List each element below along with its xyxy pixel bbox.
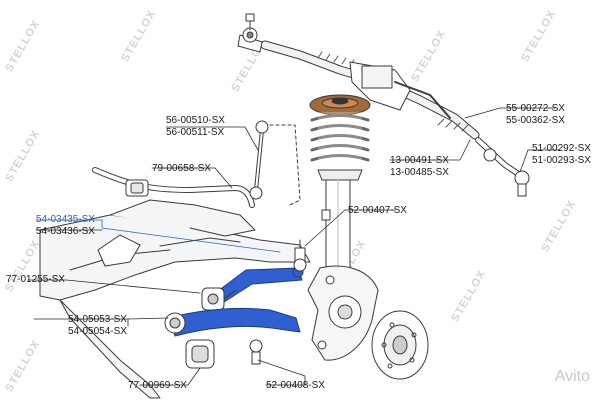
label-lower-arm-a: 54-05053-SX <box>68 314 127 325</box>
avito-watermark: Avito <box>554 368 590 385</box>
label-arm-bush: 77-01255-SX <box>6 274 65 285</box>
arm-bushing <box>201 287 237 311</box>
label-tie-boot-a: 13-00491-SX <box>390 155 449 166</box>
ball-joint-lower <box>249 339 263 365</box>
label-arm-b: 54-03436-SX <box>36 226 95 237</box>
lower-control-arm <box>164 307 301 337</box>
stabilizer-bar <box>92 167 255 208</box>
label-stab-bush: 79-00658-SX <box>152 163 211 174</box>
label-rod-a: 55-00272-SX <box>506 103 565 114</box>
label-ball-lower: 52-00408-SX <box>266 380 325 391</box>
stabilizer-link <box>249 120 301 206</box>
wheel-hub <box>371 310 429 380</box>
steering-knuckle <box>307 265 379 361</box>
label-tie-boot-b: 13-00485-SX <box>390 167 449 178</box>
label-tie-end-b: 51-00293-SX <box>532 155 591 166</box>
leader-lines <box>27 107 561 386</box>
label-ball-upper: 52-00407-SX <box>348 205 407 216</box>
label-lower-arm-b: 54-05054-SX <box>68 326 127 337</box>
tie-rod-end <box>475 137 530 197</box>
steering-rack <box>237 13 480 140</box>
subframe <box>39 199 311 399</box>
ball-joint-upper <box>293 239 307 272</box>
lower-bushing <box>185 339 215 369</box>
label-link-b: 56-00511-SX <box>166 127 225 138</box>
label-link-a: 56-00510-SX <box>166 115 225 126</box>
label-tie-end-a: 51-00292-SX <box>532 143 591 154</box>
strut-assembly <box>309 94 371 276</box>
label-lower-bush: 77-00969-SX <box>128 380 187 391</box>
label-rod-b: 55-00362-SX <box>506 115 565 126</box>
label-arm-a: 54-03435-SX <box>36 214 95 225</box>
